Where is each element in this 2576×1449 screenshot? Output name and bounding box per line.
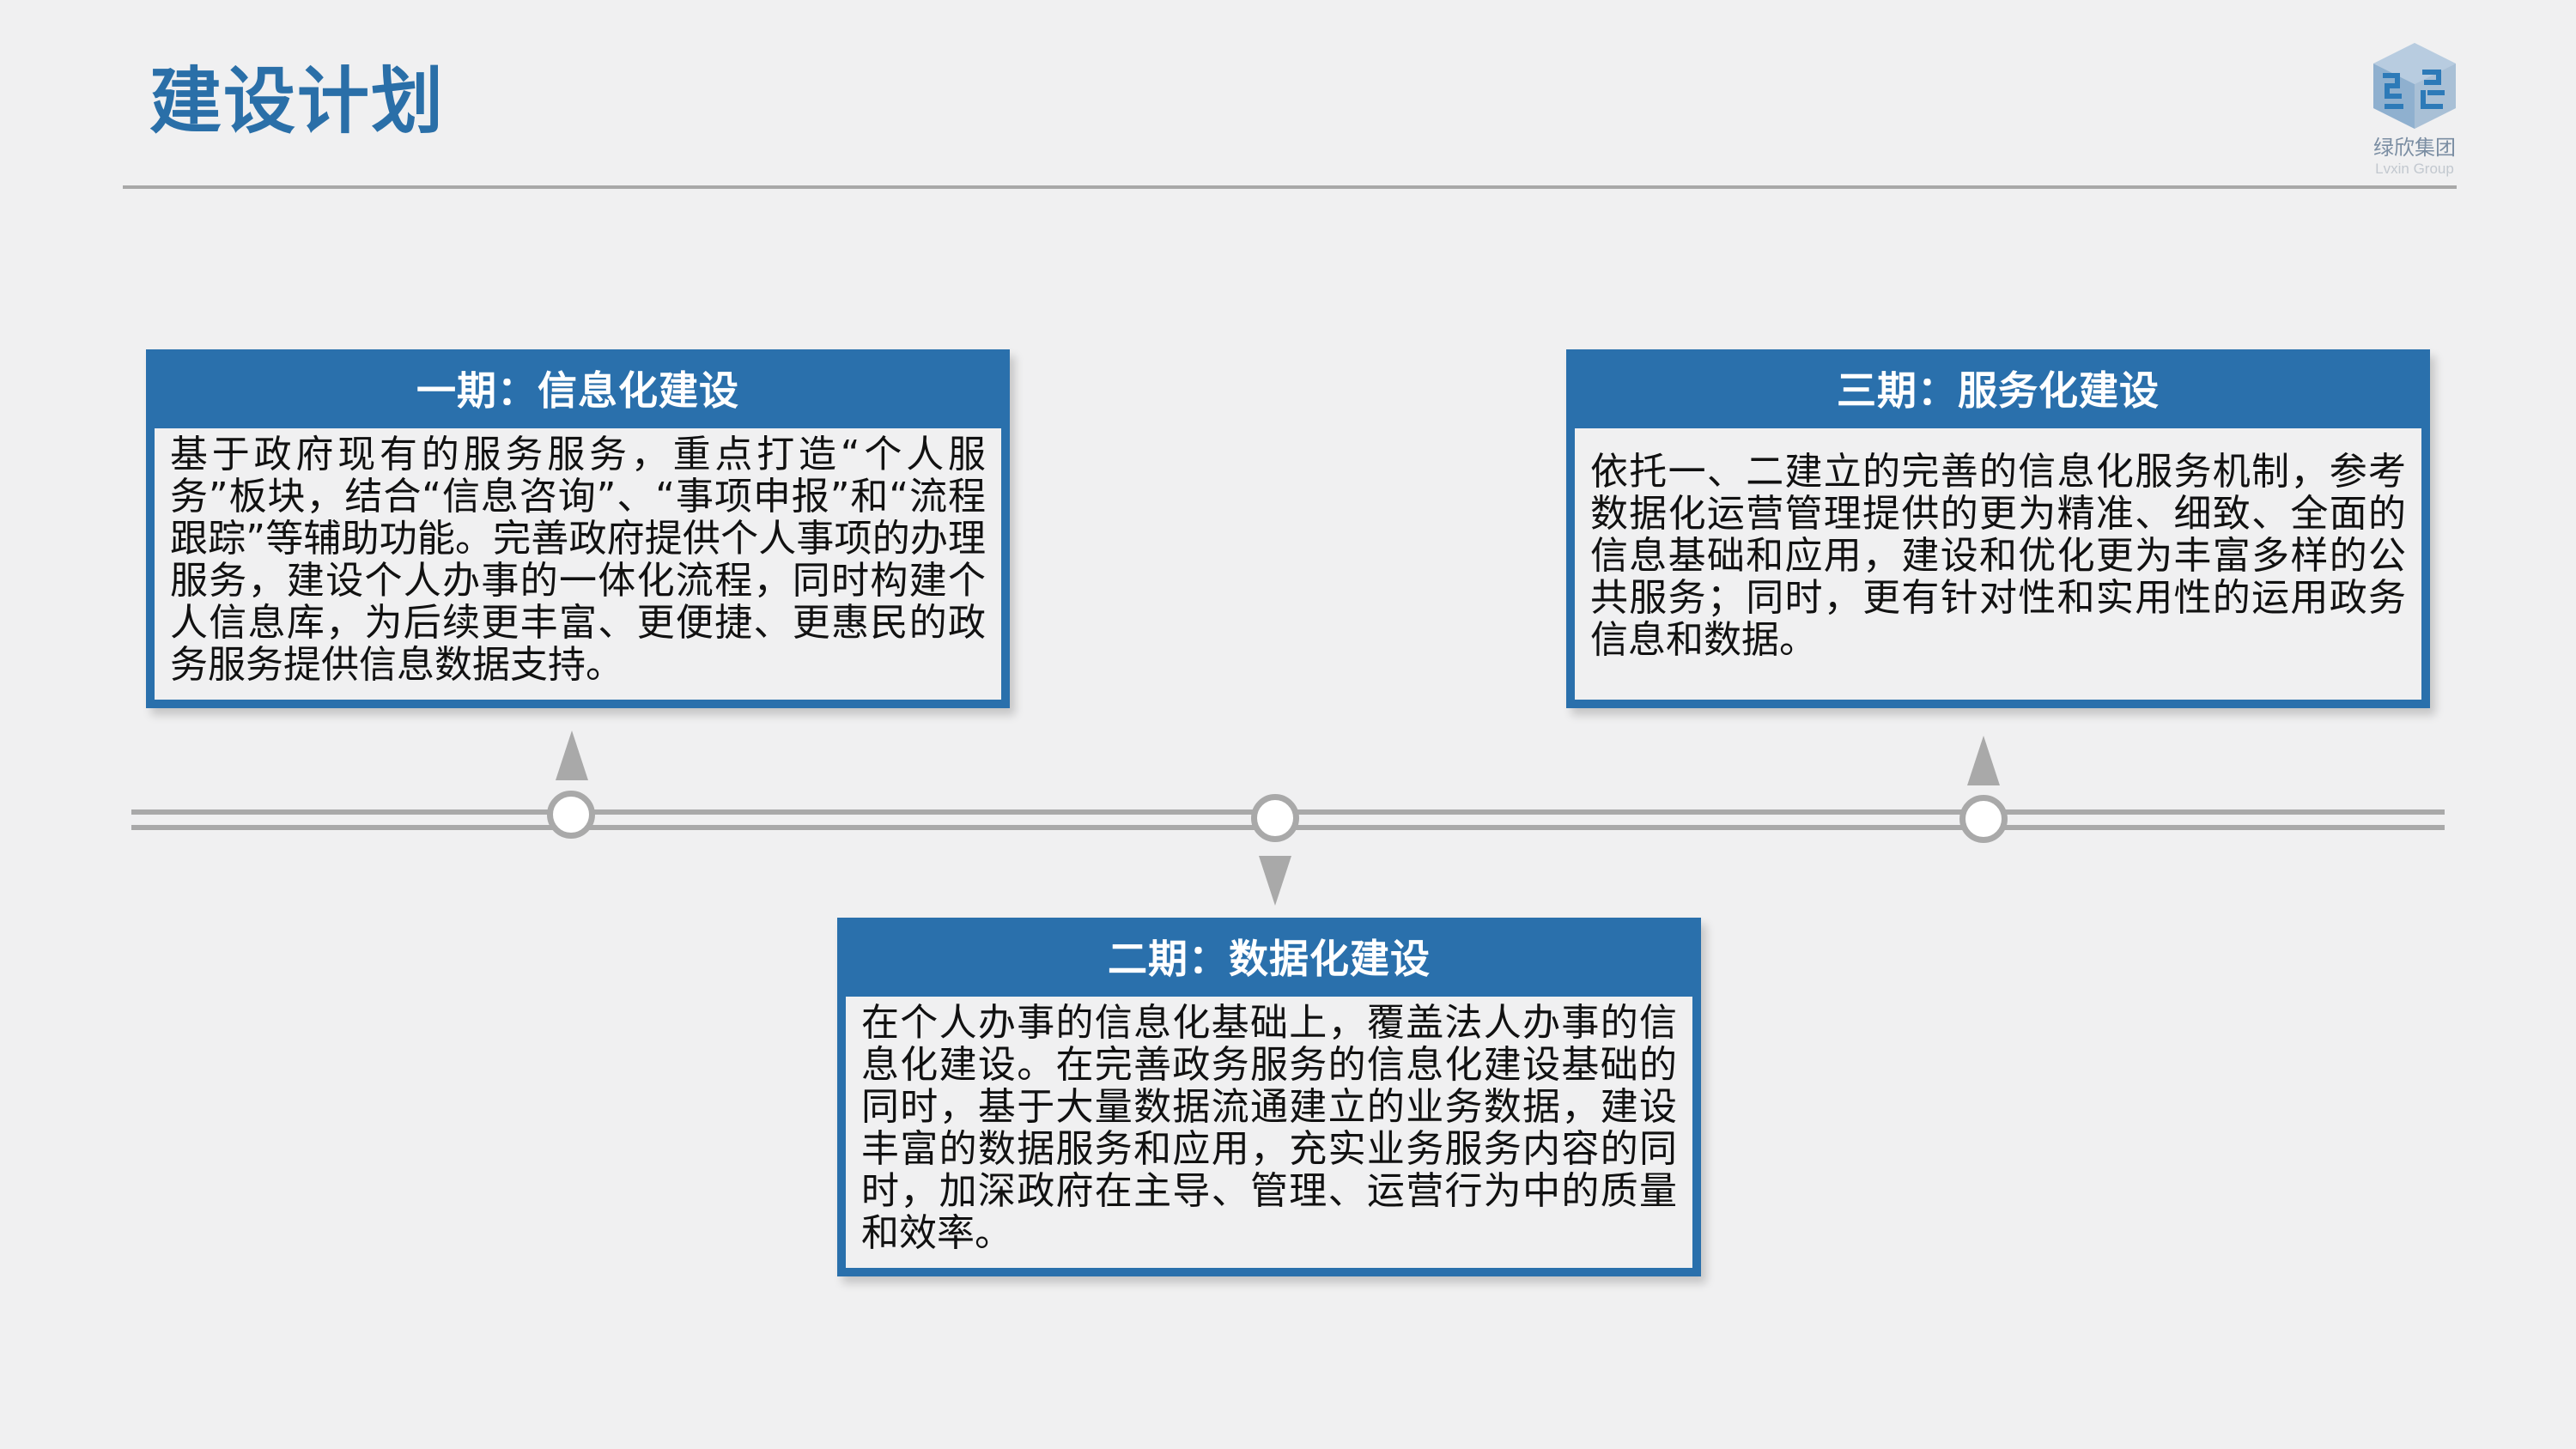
phase-1-title: 一期：信息化建设 <box>416 367 739 414</box>
logo-name-cn: 绿欣集团 <box>2373 136 2456 160</box>
phase-3-arrow-icon <box>1967 736 2000 785</box>
phase-3-body: 依托一、二建立的完善的信息化服务机制，参考数据化运营管理提供的更为精准、细致、全… <box>1575 428 2421 700</box>
phase-3-title: 三期：服务化建设 <box>1837 367 2160 414</box>
phase-2-body: 在个人办事的信息化基础上，覆盖法人办事的信息化建设。在完善政务服务的信息化建设基… <box>846 997 1692 1268</box>
phase-1-body: 基于政府现有的服务服务，重点打造“个人服务”板块，结合“信息咨询”、“事项申报”… <box>155 428 1001 700</box>
title-divider <box>123 185 2457 189</box>
timeline-node-phase-3 <box>1959 795 2008 843</box>
company-logo: 绿欣集团 Lvxin Group <box>2354 38 2475 178</box>
phase-2-arrow-icon <box>1259 856 1291 906</box>
phase-2-title: 二期：数据化建设 <box>1108 936 1431 982</box>
lvxin-cube-logo-icon <box>2373 43 2456 129</box>
page-title: 建设计划 <box>149 59 446 143</box>
logo-name-en: Lvxin Group <box>2375 160 2454 177</box>
timeline-node-phase-2 <box>1251 794 1299 842</box>
phase-1-arrow-icon <box>556 731 588 780</box>
phase-2-card: 二期：数据化建设 在个人办事的信息化基础上，覆盖法人办事的信息化建设。在完善政务… <box>837 918 1701 1276</box>
phase-1-card: 一期：信息化建设 基于政府现有的服务服务，重点打造“个人服务”板块，结合“信息咨… <box>146 349 1010 708</box>
phase-3-card: 三期：服务化建设 依托一、二建立的完善的信息化服务机制，参考数据化运营管理提供的… <box>1566 349 2430 708</box>
timeline-node-phase-1 <box>547 791 595 839</box>
